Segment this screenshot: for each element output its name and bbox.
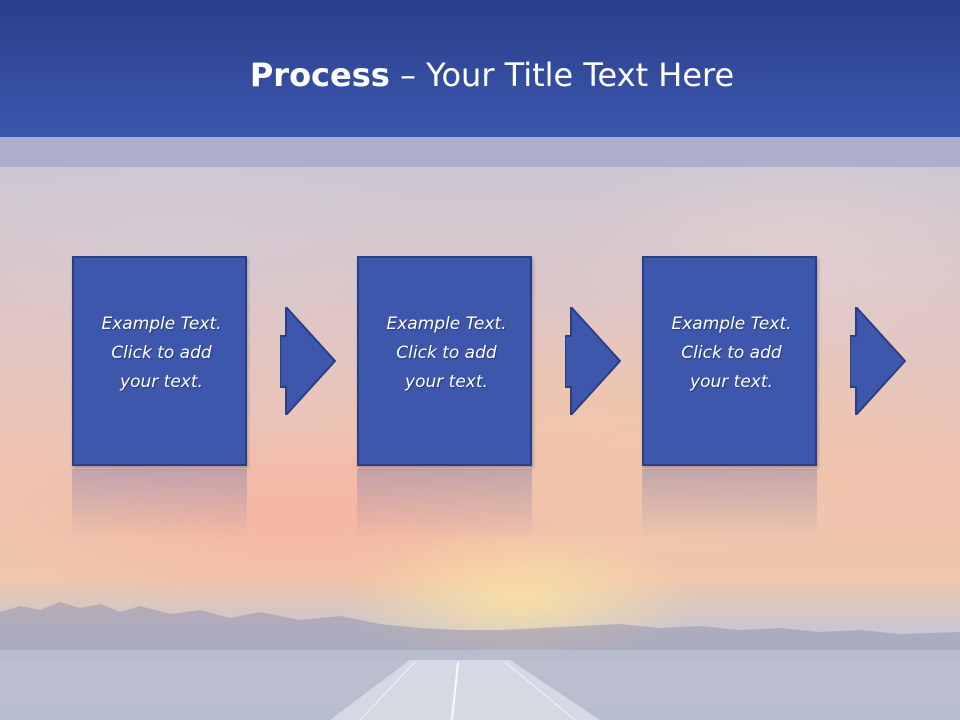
step-1-arrow-icon: [280, 307, 336, 415]
step-2-arrow-icon: [565, 307, 621, 415]
step-1-line-2: Click to add: [111, 343, 212, 363]
step-3-arrow-icon: [850, 307, 906, 415]
step-2-text: Example Text. Click to add your text.: [369, 310, 524, 397]
title-rest: – Your Title Text Here: [389, 56, 735, 94]
step-2-line-1: Example Text.: [386, 314, 507, 334]
step-1-box[interactable]: Example Text. Click to add your text.: [72, 256, 247, 466]
step-3-line-2: Click to add: [681, 343, 782, 363]
road-edge-left: [359, 661, 416, 720]
road-center-line: [451, 661, 459, 720]
slide-title[interactable]: Process – Your Title Text Here: [0, 55, 960, 95]
step-3-box[interactable]: Example Text. Click to add your text.: [642, 256, 817, 466]
step-1-reflection: [72, 469, 247, 539]
step-3-line-3: your text.: [690, 372, 773, 392]
step-2-reflection: [357, 469, 532, 539]
step-2-box[interactable]: Example Text. Click to add your text.: [357, 256, 532, 466]
step-2-line-3: your text.: [405, 372, 488, 392]
step-1-line-3: your text.: [120, 372, 203, 392]
step-1-line-1: Example Text.: [101, 314, 222, 334]
step-3-reflection: [642, 469, 817, 539]
tree-line: [0, 602, 960, 660]
step-3-line-1: Example Text.: [671, 314, 792, 334]
step-2-line-2: Click to add: [396, 343, 497, 363]
title-bold: Process: [249, 56, 390, 94]
road: [330, 660, 600, 720]
title-bar: [0, 0, 960, 137]
title-bar-band: [0, 137, 960, 167]
step-1-text: Example Text. Click to add your text.: [84, 310, 239, 397]
road-edge-right: [504, 661, 576, 720]
step-3-text: Example Text. Click to add your text.: [654, 310, 809, 397]
